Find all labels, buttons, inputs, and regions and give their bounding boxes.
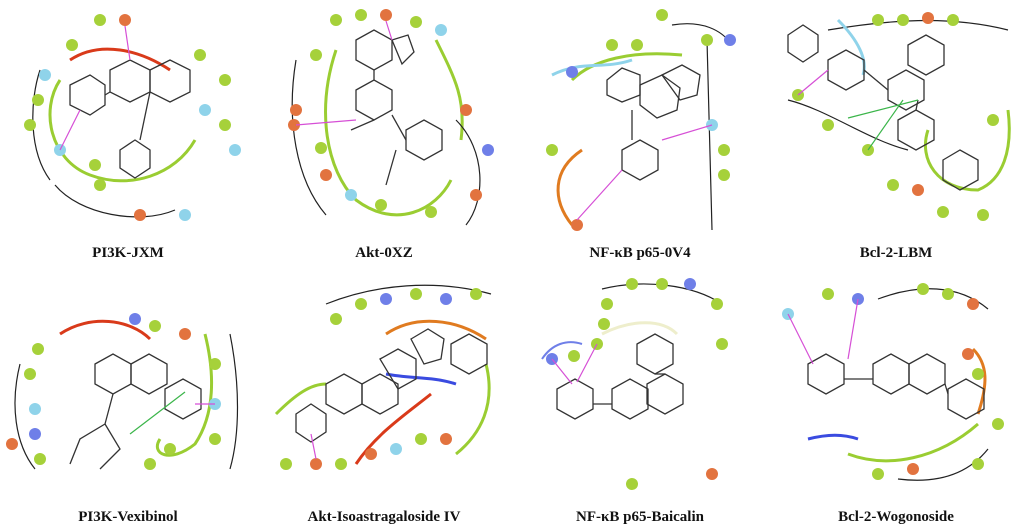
pocket-contour [570,52,683,82]
pi-stack-line [129,391,186,435]
panel-akt-0xz: Akt-0XZ [256,0,512,264]
backbone-line [787,19,1009,151]
pocket-contour [971,347,987,415]
ligand-structure [69,59,191,179]
hbond-line [310,433,317,460]
residue-markers [280,288,482,470]
hbond-line [661,124,713,141]
ligand-structure [787,24,979,191]
panel-caption: NF-κB p65-Baicalin [576,509,704,525]
ligand-structure [807,353,985,420]
residue-markers [6,313,221,470]
panel-bcl2-lbm: Bcl-2-LBM [768,0,1024,264]
ligand-structure [556,333,684,420]
residue-markers [288,9,494,218]
interaction-diagram [546,9,736,231]
panel-caption: PI3K-Vexibinol [78,509,178,525]
pocket-contour [385,319,487,341]
residue-markers [546,9,736,231]
backbone-line [291,59,481,226]
ligand-structure [350,29,443,186]
hbond-line [787,313,814,365]
hbond-line [295,119,357,126]
interaction-diagram [274,284,492,470]
pocket-contour [48,79,197,183]
interaction-diagram [541,278,728,490]
pocket-contour [274,363,491,456]
interaction-diagram [782,283,1004,481]
pocket-contour [69,47,171,72]
residue-markers [24,14,241,221]
ligand-structure [295,328,488,443]
pocket-contour [324,39,464,217]
interaction-diagram [787,12,1011,221]
panel-akt-isoastragaloside: Akt-Isoastragaloside IV [256,264,512,528]
pocket-contour [847,422,979,463]
pocket-contour [59,319,152,341]
panel-nfkb-baicalin: NF-κB p65-Baicalin [512,264,768,528]
panel-caption: NF-κB p65-0V4 [589,245,691,261]
ligand-structure [69,353,202,470]
panel-caption: Bcl-2-LBM [859,245,933,261]
hbond-line [59,109,81,151]
backbone-line [325,284,492,305]
pocket-contour [923,109,1011,192]
hbond-line [576,343,598,383]
panel-nfkb-0v4: NF-κB p65-0V4 [512,0,768,264]
interaction-diagram [24,14,241,221]
residue-markers [782,283,1004,480]
hbond-line [385,20,393,41]
residue-markers [792,12,999,221]
pocket-contour [551,58,633,77]
interaction-diagram [288,9,494,226]
hbond-line [576,169,623,221]
panel-pi3k-vexibinol: PI3K-Vexibinol [0,264,256,528]
backbone-line [14,333,239,470]
pocket-contour [601,321,679,336]
ligand-structure [606,64,701,181]
hbond-line [124,25,131,61]
panel-caption: Akt-0XZ [355,245,413,261]
hbond-line [797,69,829,96]
panel-pi3k-jxm: PI3K-JXM [0,0,256,264]
pocket-contour [541,341,583,360]
panel-caption: Akt-Isoastragaloside IV [307,509,461,525]
panel-bcl2-wogonoside: Bcl-2-Wogonoside [768,264,1024,528]
pi-stack-line [867,99,904,151]
interaction-diagram [6,313,239,470]
pi-stack-line [847,99,919,119]
hbond-line [551,358,573,385]
pocket-contour [354,392,432,465]
panel-caption: PI3K-JXM [92,245,164,261]
pocket-contour [556,148,583,226]
hbond-line [847,298,859,360]
pocket-contour [807,433,859,441]
residue-markers [546,278,728,490]
panel-caption: Bcl-2-Wogonoside [838,509,954,525]
pocket-contour [385,372,457,386]
